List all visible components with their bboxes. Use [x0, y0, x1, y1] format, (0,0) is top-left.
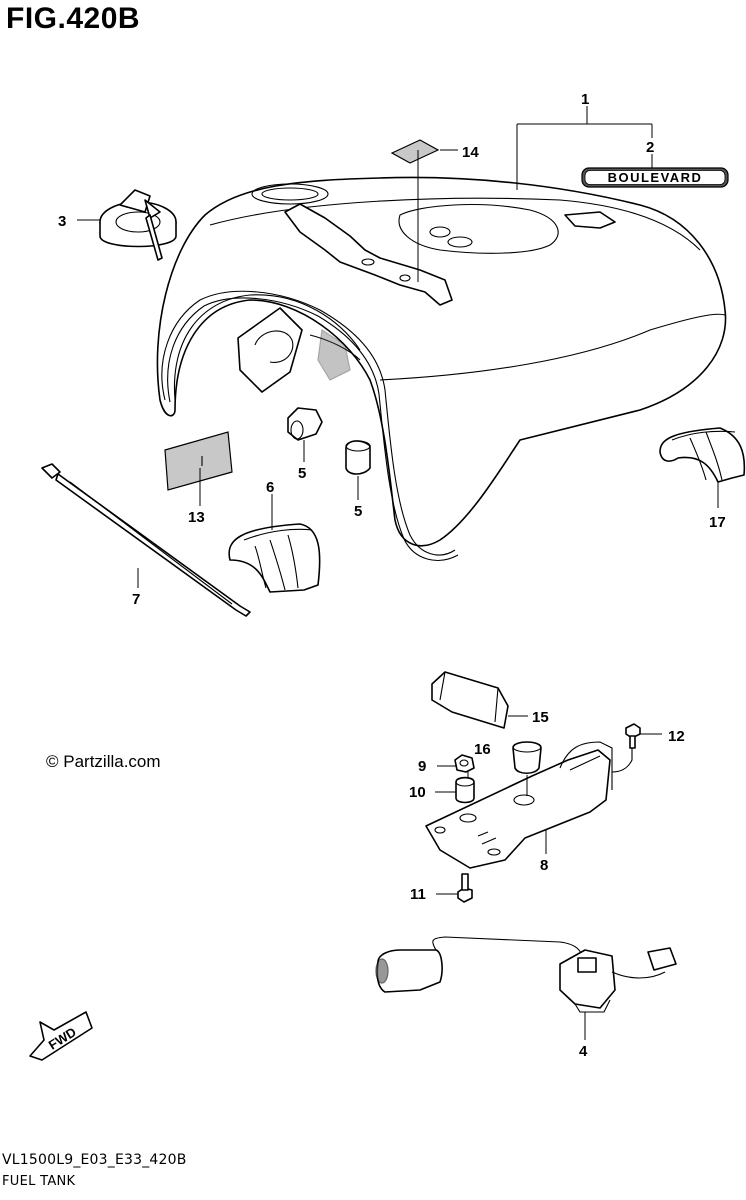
- callout-13: 13: [188, 509, 205, 526]
- svg-text:BOULEVARD: BOULEVARD: [608, 170, 703, 185]
- callout-10: 10: [409, 784, 426, 801]
- figure-title: FIG.420B: [6, 2, 141, 35]
- callout-5a: 5: [298, 465, 306, 482]
- nut: [454, 754, 475, 773]
- cable-tie: [41, 463, 251, 617]
- callout-8: 8: [540, 857, 548, 874]
- bolt-lower: [457, 873, 473, 903]
- grommet-upper: [287, 407, 323, 441]
- callout-15: 15: [532, 709, 549, 726]
- rubber-bumper: [512, 741, 542, 775]
- callout-9: 9: [418, 758, 426, 775]
- cushion-front: [228, 523, 321, 593]
- callout-16: 16: [474, 741, 491, 758]
- figure-description: FUEL TANK: [2, 1174, 76, 1189]
- fuel-level-sensor: [375, 936, 677, 1013]
- model-code: VL1500L9_E03_E33_420B: [2, 1152, 187, 1168]
- callout-11: 11: [410, 886, 426, 903]
- callout-6: 6: [266, 479, 274, 496]
- callout-2: 2: [646, 139, 654, 156]
- tank-pad: [431, 671, 509, 729]
- fuel-cap: [99, 189, 177, 261]
- small-label: [390, 139, 440, 164]
- spacer: [455, 776, 475, 804]
- callout-numbers: 1 2 3 4 5 5 6 7 8 9 10 11 12 13 14 15 16…: [58, 91, 726, 1060]
- boulevard-badge: BOULEVARD: [581, 167, 729, 188]
- caution-label: [164, 431, 233, 491]
- callout-5b: 5: [354, 503, 362, 520]
- fuel-tank-illustration: [156, 176, 727, 561]
- grommet-lower: [345, 440, 371, 475]
- callout-3: 3: [58, 213, 66, 230]
- callout-7: 7: [132, 591, 140, 608]
- callout-4: 4: [579, 1043, 588, 1060]
- callout-17: 17: [709, 514, 726, 531]
- callout-1: 1: [581, 91, 589, 108]
- bolt-upper: [625, 723, 641, 749]
- copyright-notice: © Partzilla.com: [46, 752, 161, 771]
- leader-lines: [77, 106, 719, 1040]
- callout-14: 14: [462, 144, 479, 161]
- callout-12: 12: [668, 728, 685, 745]
- fuel-pump-bracket: [425, 740, 633, 869]
- fwd-direction-arrow: FWD: [29, 1011, 93, 1061]
- cushion-rear: [659, 427, 746, 483]
